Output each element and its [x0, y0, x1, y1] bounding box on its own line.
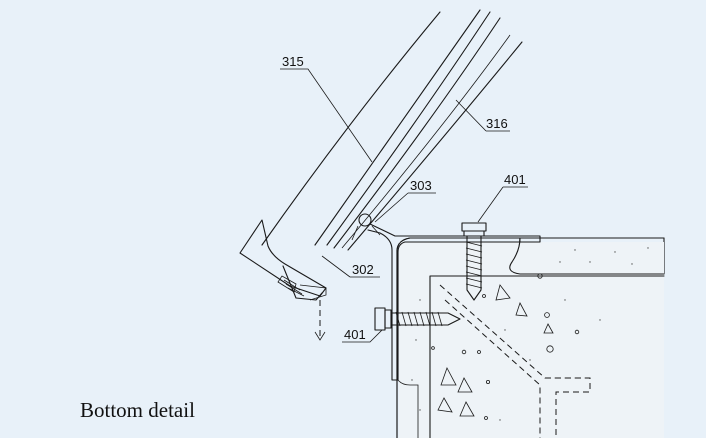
- clip-fastener: [277, 275, 326, 341]
- callout-401-top: 401: [504, 172, 526, 187]
- callout-401-left: 401: [344, 327, 366, 342]
- hinge-knuckle: [351, 213, 381, 241]
- figure-caption: Bottom detail: [80, 398, 195, 422]
- screw-left: [374, 307, 461, 331]
- screw-top: [461, 222, 487, 301]
- callout-302: 302: [352, 262, 374, 277]
- concrete-slab: [396, 237, 665, 438]
- curved-profile: [239, 9, 523, 301]
- callout-316: 316: [486, 116, 508, 131]
- rebar-dashed: [439, 284, 591, 438]
- callout-315: 315: [282, 54, 304, 69]
- angle-bracket: [367, 223, 541, 438]
- leader-lines: [280, 68, 528, 343]
- callout-303: 303: [410, 178, 432, 193]
